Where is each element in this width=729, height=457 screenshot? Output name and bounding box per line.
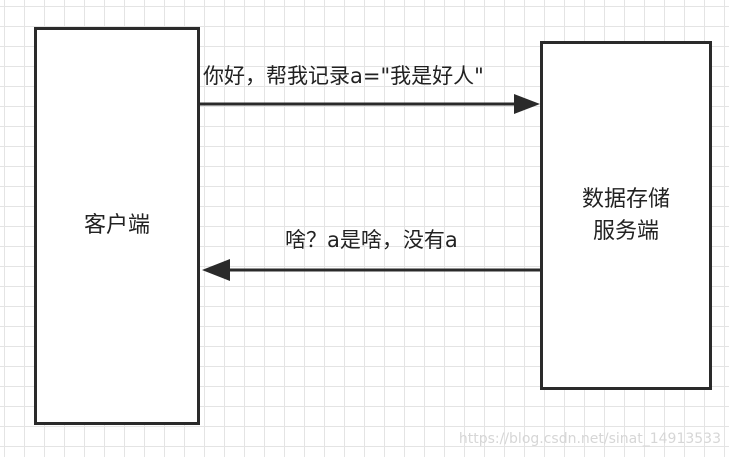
server-label-line2: 服务端 <box>592 218 659 244</box>
response-message: 啥？a是啥，没有a <box>285 228 458 252</box>
request-message: 你好，帮我记录a="我是好人" <box>203 64 484 88</box>
client-label: 客户端 <box>83 213 150 238</box>
response-arrow <box>202 259 540 281</box>
client-node: 客户端 <box>34 27 200 425</box>
server-node: 数据存储 服务端 <box>540 41 712 390</box>
server-label-line1: 数据存储 <box>581 186 670 212</box>
request-arrow <box>200 94 540 114</box>
watermark-text: https://blog.csdn.net/sinat_14913533 <box>458 431 721 447</box>
